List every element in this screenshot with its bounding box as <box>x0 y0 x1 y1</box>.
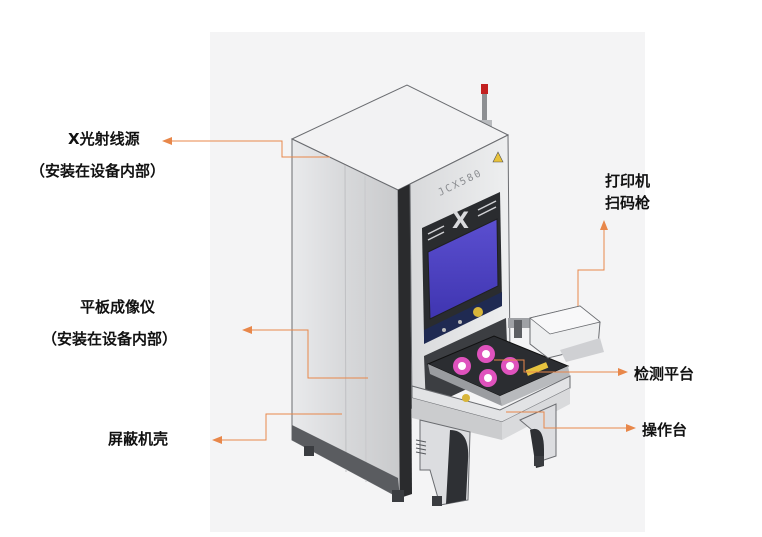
label-operation-desk: 操作台 <box>642 421 688 439</box>
label-flat-panel: 平板成像仪 <box>80 298 156 316</box>
arrow-flat-panel <box>242 326 252 334</box>
operation-desk-body <box>412 398 502 440</box>
arrow-xray-source <box>162 137 172 145</box>
arrow-inspection-platform <box>618 368 628 376</box>
leader-xray-source <box>170 140 330 158</box>
black-pillar <box>398 184 412 498</box>
desk-knob <box>462 394 470 402</box>
leader-printer <box>577 228 605 306</box>
arrow-operation-desk <box>626 424 636 432</box>
vent-grille <box>415 439 427 455</box>
scanner-gun <box>514 320 522 338</box>
emergency-button <box>473 307 483 317</box>
label-shield-shell: 屏蔽机壳 <box>108 430 169 448</box>
casters <box>304 446 544 506</box>
glowing-samples <box>453 345 519 387</box>
leader-lines <box>170 140 628 441</box>
leader-flat-panel <box>250 329 368 379</box>
display-screen <box>427 218 499 320</box>
leader-inspection-platform <box>494 359 620 373</box>
label-scanner: 扫码枪 <box>605 194 651 212</box>
arrow-shield-shell <box>212 436 222 444</box>
leader-shield-shell <box>220 413 342 441</box>
label-inspection-platform: 检测平台 <box>634 365 695 383</box>
leader-operation-desk <box>506 411 628 429</box>
label-printer: 打印机 <box>605 172 651 190</box>
label-xray-source: X光射线源 <box>68 130 140 148</box>
label-flat-panel-note: （安装在设备内部） <box>42 330 178 348</box>
arrowheads <box>162 137 636 444</box>
label-xray-source-note: （安装在设备内部） <box>30 162 166 180</box>
warning-icon <box>492 151 504 163</box>
logo-x: X <box>452 209 469 234</box>
arrow-printer <box>600 220 608 230</box>
